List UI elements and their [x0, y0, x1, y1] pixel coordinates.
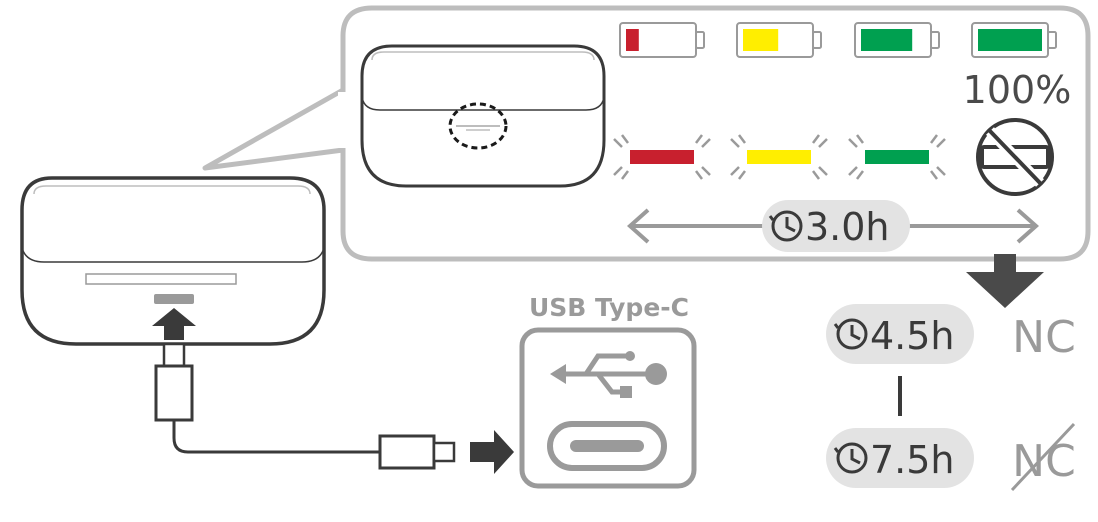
case-charge-time: 3.0h — [805, 205, 890, 249]
led-off-icon — [976, 118, 1054, 196]
clock-icon — [833, 442, 868, 474]
led-indicator-highlight — [448, 102, 508, 150]
battery-full-percent: 100% — [963, 68, 1072, 112]
nc-on-time: 4.5h — [870, 314, 955, 358]
usb-symbol-icon — [550, 351, 667, 398]
charging-case — [20, 176, 326, 346]
usb-c-port-icon — [547, 421, 667, 471]
clock-icon — [768, 210, 803, 242]
led-blink-green — [848, 134, 946, 180]
nc-off-time: 7.5h — [870, 438, 955, 482]
down-arrow-icon — [966, 254, 1044, 308]
case-closeup — [360, 44, 606, 188]
clock-icon — [833, 318, 868, 350]
battery-icon-medium — [736, 22, 822, 58]
battery-icon-low — [619, 22, 705, 58]
usb-type-c-box: USB Type-C — [519, 293, 697, 489]
usb-cable — [154, 342, 514, 474]
charge-duration: 3.0h — [626, 200, 1040, 252]
led-blink-row — [613, 118, 1054, 196]
right-arrow-icon — [470, 430, 514, 474]
playback-nc-off: 7.5h NC — [826, 422, 1076, 492]
usb-type-c-label: USB Type-C — [529, 293, 689, 322]
up-arrow-icon — [152, 308, 196, 340]
battery-icon-high — [854, 22, 940, 58]
battery-icon-full — [971, 22, 1057, 58]
callout-pointer — [202, 87, 346, 171]
nc-off-strike — [1010, 422, 1076, 492]
playback-times: 4.5h NC 7.5h NC — [826, 304, 1076, 492]
playback-nc-on: 4.5h NC — [826, 304, 1076, 364]
nc-on-label: NC — [1012, 312, 1076, 363]
battery-level-row: 100% — [619, 22, 1072, 112]
led-blink-red — [613, 134, 711, 180]
usb-port — [154, 294, 194, 304]
led-blink-yellow — [730, 134, 828, 180]
